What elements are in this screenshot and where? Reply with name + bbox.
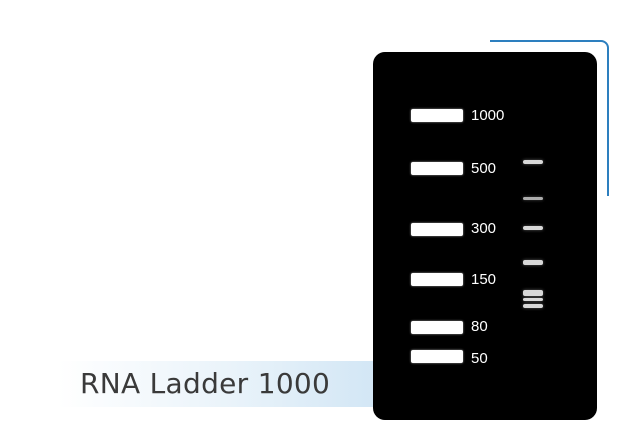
sample-band [523,260,543,265]
band-label-300: 300 [471,220,497,237]
gel-image: 1000 500 300 150 80 50 [373,52,597,420]
band-label-500: 500 [471,160,497,177]
sample-band [523,304,543,308]
ladder-band-80 [411,321,463,334]
band-label-80: 80 [471,318,488,335]
sample-band [523,298,543,301]
sample-band [523,160,543,164]
ladder-band-50 [411,350,463,363]
band-label-150: 150 [471,271,497,288]
callout-bracket-line [490,40,609,196]
band-label-50: 50 [471,350,488,367]
ladder-band-500 [411,162,463,175]
ladder-band-300 [411,223,463,236]
caption-background-bar [58,361,378,407]
ladder-band-150 [411,273,463,286]
product-title: RNA Ladder 1000 [80,367,331,400]
ladder-band-1000 [411,109,463,122]
sample-band [523,226,543,230]
sample-band [523,290,543,296]
sample-band [523,197,543,200]
band-label-1000: 1000 [471,107,505,124]
